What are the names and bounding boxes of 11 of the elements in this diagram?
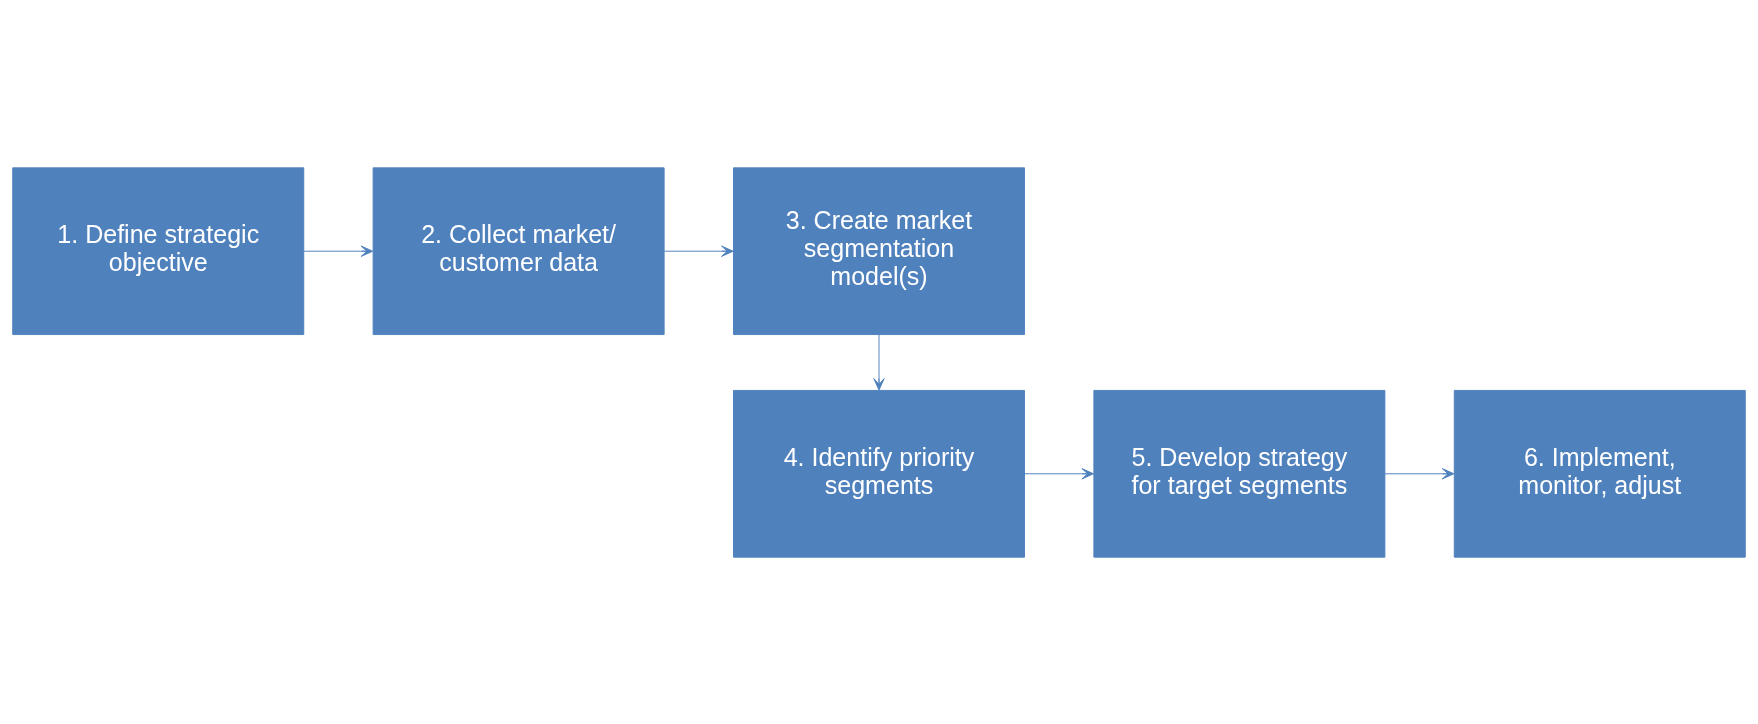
arrow	[1384, 467, 1455, 479]
arrow	[1024, 467, 1094, 479]
node-box: 3. Create market segmentation model(s)	[733, 166, 1025, 335]
node-box: 4. Identify priority segments	[733, 389, 1025, 558]
node-box: 6. Implement, monitor, adjust	[1453, 389, 1746, 558]
node-box: 2. Collect market/ customer data	[372, 166, 665, 335]
arrow	[303, 245, 374, 257]
arrow	[663, 245, 734, 257]
node-box: 5. Develop strategy for target segments	[1093, 389, 1386, 558]
arrow	[873, 333, 885, 391]
node-box: 1. Define strategic objective	[12, 166, 305, 335]
